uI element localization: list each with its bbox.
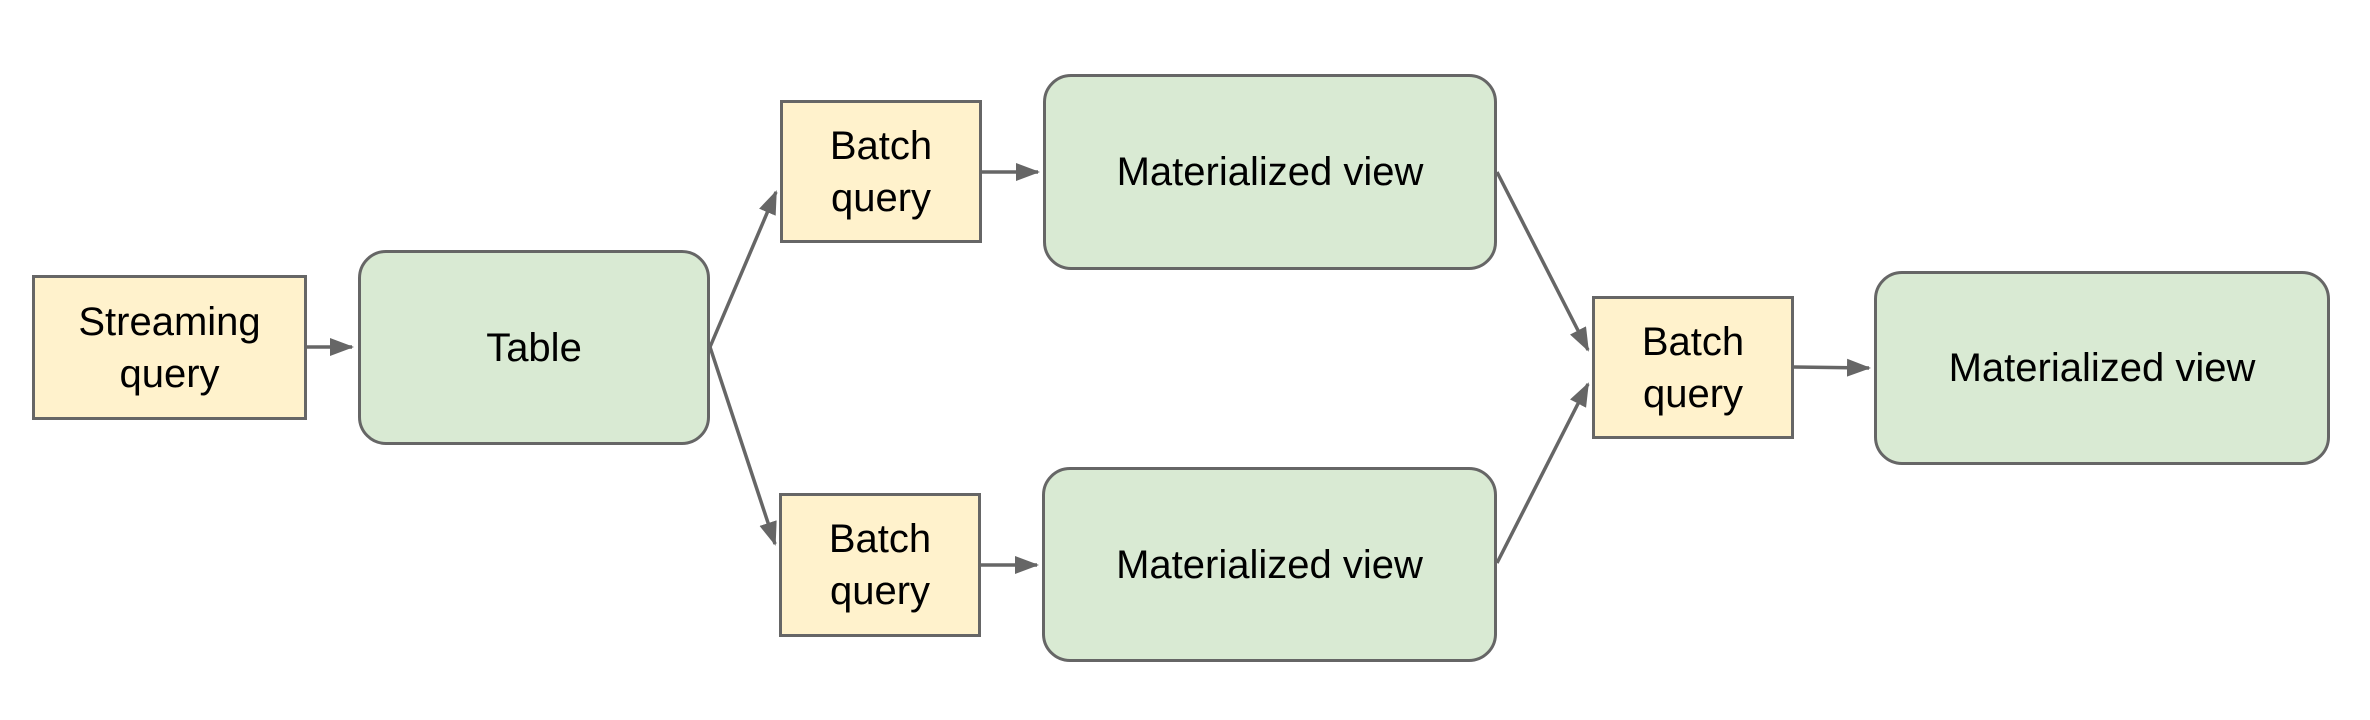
node-materialized-view-final-label: Materialized view bbox=[1948, 346, 2256, 390]
edge-table-to-batch-query-top bbox=[708, 190, 778, 348]
node-materialized-view-top: Materialized view bbox=[1043, 74, 1497, 270]
node-batch-query-top-label: Batch query bbox=[829, 123, 933, 220]
node-batch-query-final: Batch query bbox=[1592, 296, 1794, 439]
node-batch-query-bottom-label: Batch query bbox=[828, 517, 932, 613]
node-materialized-view-final: Materialized view bbox=[1874, 271, 2330, 465]
node-materialized-view-top-label: Materialized view bbox=[1116, 150, 1424, 194]
edge-mv-bottom-to-batch-query-final bbox=[1495, 382, 1590, 564]
node-table-label: Table bbox=[486, 325, 582, 370]
node-table: Table bbox=[358, 250, 710, 445]
node-batch-query-bottom: Batch query bbox=[779, 493, 981, 637]
edge-batch-query-final-to-mv-final bbox=[1793, 358, 1871, 377]
node-streaming-query: Streaming query bbox=[32, 275, 307, 420]
node-batch-query-final-label: Batch query bbox=[1641, 319, 1745, 416]
node-streaming-query-label: Streaming query bbox=[78, 299, 261, 396]
node-batch-query-top: Batch query bbox=[780, 100, 982, 243]
edge-mv-top-to-batch-query-final bbox=[1495, 171, 1590, 352]
node-materialized-view-bottom-label: Materialized view bbox=[1116, 542, 1423, 587]
edge-table-to-batch-query-bottom bbox=[708, 346, 777, 546]
node-materialized-view-bottom: Materialized view bbox=[1042, 467, 1497, 662]
